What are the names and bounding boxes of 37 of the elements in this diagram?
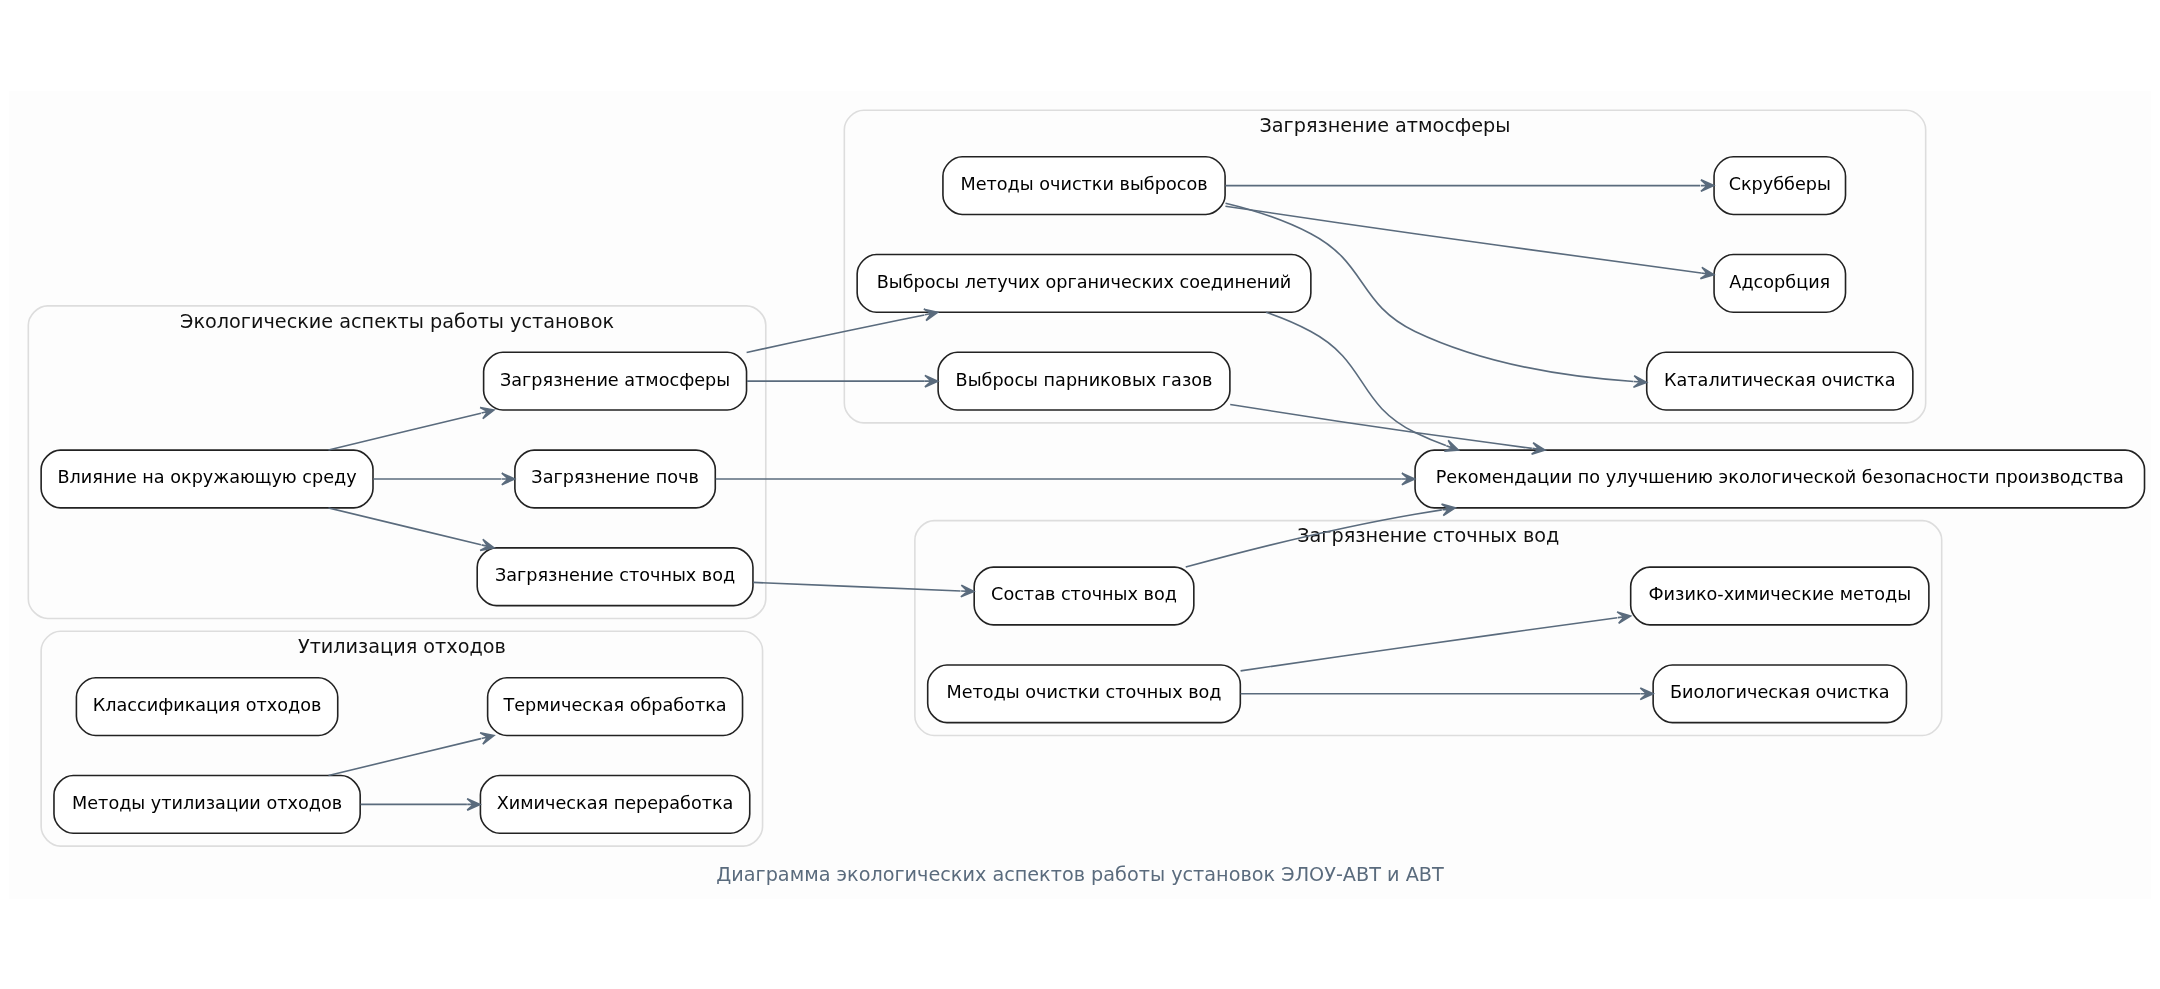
arrow: [327, 731, 495, 776]
node-box: Адсорбция: [1713, 253, 1847, 313]
arrow: [745, 307, 939, 353]
node-box: Физико-химические методы: [1629, 565, 1930, 626]
caption: Диаграмма экологических аспектов работы установок ЭЛОУ-АВТ и АВТ: [716, 862, 1444, 886]
node-box: Загрязнение сточных вод: [476, 546, 754, 606]
node-box: Методы очистки выбросов: [942, 155, 1226, 215]
node-box: Каталитическая очистка: [1645, 351, 1914, 411]
arrow: [1224, 178, 1715, 192]
arrow: [714, 471, 1416, 486]
node-box: Скрубберы: [1713, 155, 1847, 215]
node-box: Рекомендации по улучшению экологической безопасности производства: [1414, 448, 2146, 509]
node-box: Выбросы парниковых газов: [937, 351, 1231, 411]
node-box: Выбросы летучих органических соединений: [856, 253, 1312, 313]
arrow: [1265, 310, 1460, 452]
arrow: [752, 581, 975, 598]
node-box: Состав сточных вод: [973, 565, 1195, 626]
arrow: [359, 797, 481, 811]
node-box: Классификация отходов: [75, 676, 339, 736]
node-box: Биологическая очистка: [1652, 663, 1908, 723]
arrow: [1224, 201, 1648, 388]
arrow: [746, 374, 939, 388]
node-box: Влияние на окружающую среду: [40, 448, 374, 509]
arrow: [1184, 502, 1456, 568]
arrow: [1229, 403, 1546, 455]
node-box: Загрязнение атмосферы: [482, 351, 748, 411]
arrow: [327, 506, 495, 551]
arrow: [1239, 610, 1632, 672]
arrow: [1239, 686, 1654, 700]
arrow: [1224, 205, 1715, 280]
node-box: Методы очистки сточных вод: [926, 663, 1242, 723]
node-box: Загрязнение почв: [514, 448, 717, 509]
node-box: Термическая обработка: [486, 676, 744, 736]
node-box: Химическая переработка: [479, 774, 751, 834]
arrow: [372, 471, 516, 486]
arrow: [327, 406, 495, 451]
node-box: Методы утилизации отходов: [53, 774, 361, 834]
